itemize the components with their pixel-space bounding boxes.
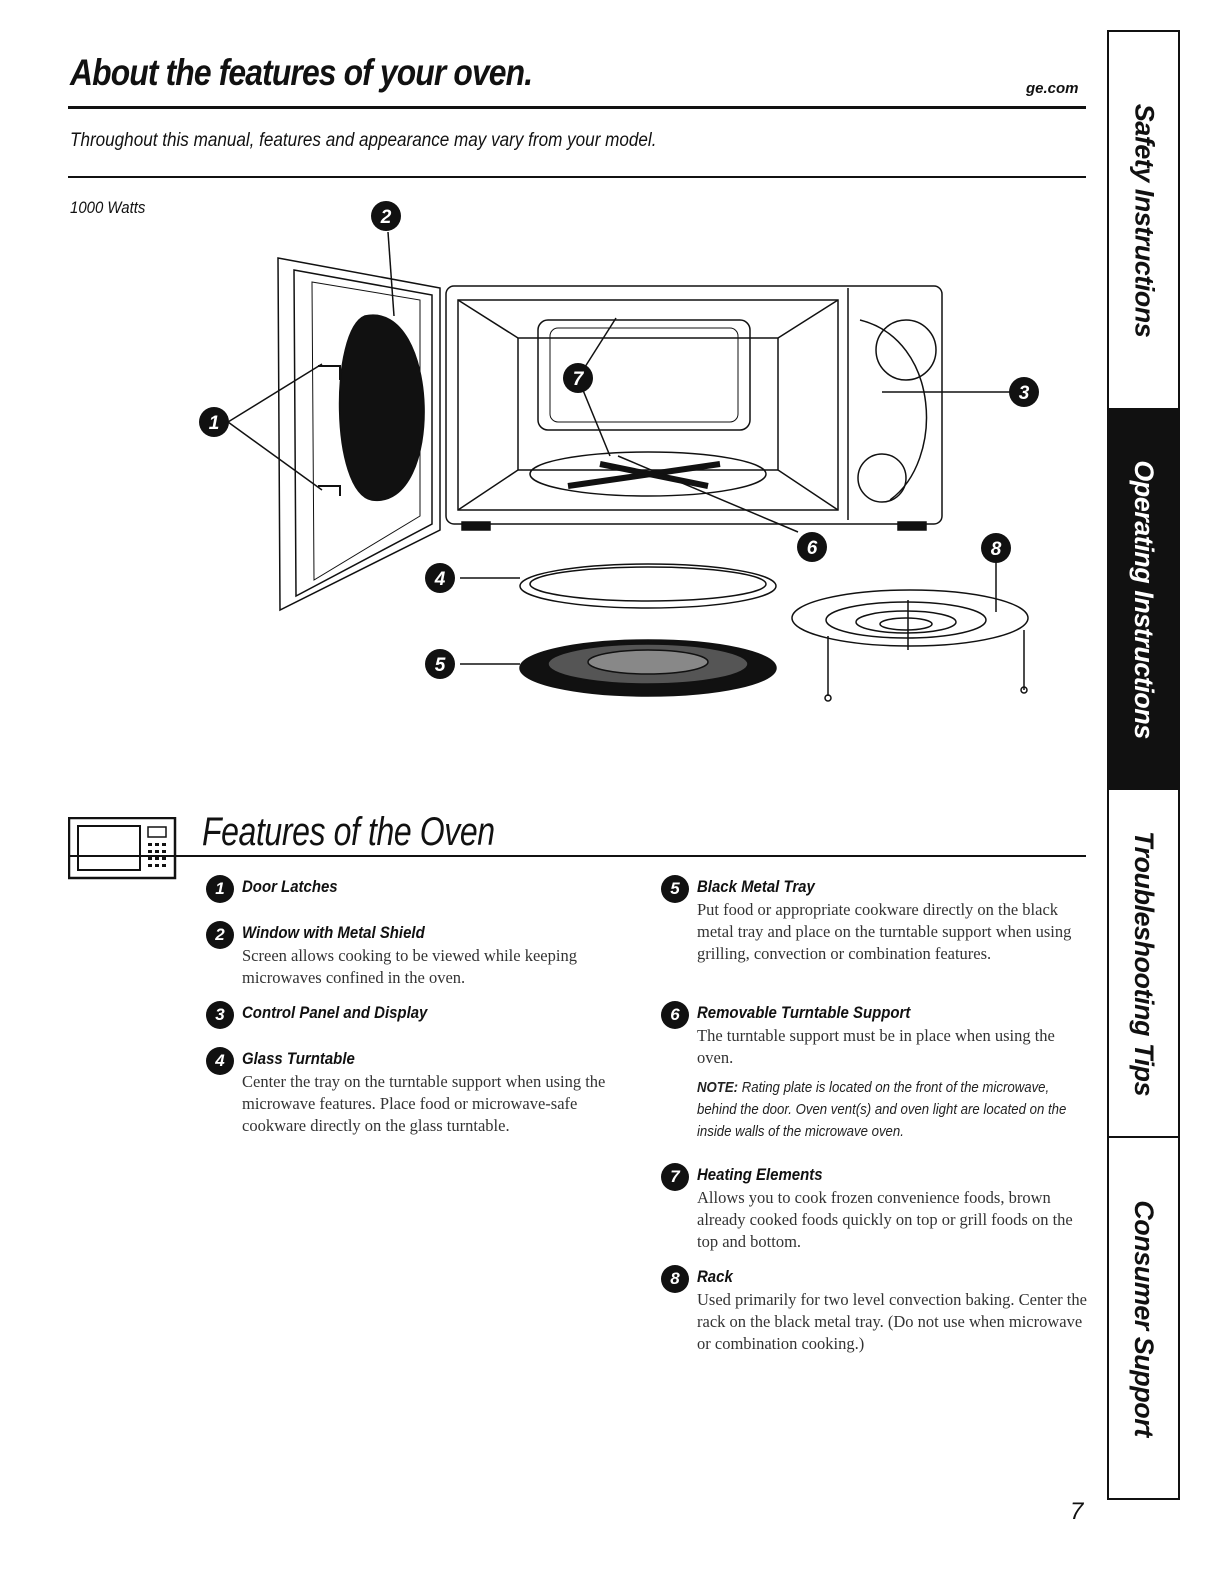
page-subtitle: Throughout this manual, features and app… <box>70 130 657 151</box>
svg-text:6: 6 <box>807 538 818 559</box>
section-rule <box>68 855 1086 857</box>
callout-2: 2 <box>371 201 401 231</box>
page-title: About the features of your oven. <box>70 52 533 93</box>
callout-7: 7 <box>563 363 593 393</box>
tab-divider <box>1109 788 1178 790</box>
tab-troubleshooting-tips[interactable]: Troubleshooting Tips <box>1109 790 1178 1136</box>
feature-number: 4 <box>206 1047 234 1075</box>
feature-description: Allows you to cook frozen convenience fo… <box>697 1188 1073 1251</box>
feature-number: 6 <box>661 1001 689 1029</box>
feature-title: Black Metal Tray <box>697 877 815 896</box>
feature-title: Glass Turntable <box>242 1049 355 1068</box>
tab-label: Troubleshooting Tips <box>1129 830 1159 1096</box>
door-window-shield <box>338 314 425 501</box>
feature-item: 5 Black Metal Tray Put food or appropria… <box>661 875 1097 965</box>
microwave-icon <box>68 817 177 880</box>
tab-label: Operating Instructions <box>1129 459 1159 739</box>
tab-label: Safety Instructions <box>1129 103 1159 337</box>
callout-6: 6 <box>797 532 827 562</box>
feature-item: 8 Rack Used primarily for two level conv… <box>661 1265 1097 1355</box>
feature-description: Screen allows cooking to be viewed while… <box>242 946 577 987</box>
svg-text:7: 7 <box>573 369 585 390</box>
svg-text:4: 4 <box>434 569 446 590</box>
callout-4: 4 <box>425 563 455 593</box>
tab-divider <box>1109 1136 1178 1138</box>
tab-consumer-support[interactable]: Consumer Support <box>1109 1138 1178 1498</box>
note-text: NOTE: Rating plate is located on the fro… <box>697 1077 1084 1143</box>
site-url: ge.com <box>1026 80 1079 97</box>
feature-number: 7 <box>661 1163 689 1191</box>
side-tabs: Safety Instructions Operating Instructio… <box>1107 30 1180 1500</box>
page-number: 7 <box>1070 1498 1084 1525</box>
feature-item: 1 Door Latches <box>206 875 642 903</box>
svg-text:5: 5 <box>435 655 446 676</box>
header-rule <box>68 106 1086 109</box>
svg-text:2: 2 <box>380 207 392 228</box>
tab-label: Consumer Support <box>1129 1199 1160 1437</box>
feature-description: Put food or appropriate cookware directl… <box>697 900 1072 963</box>
svg-text:3: 3 <box>1019 383 1030 404</box>
feature-description: Used primarily for two level convection … <box>697 1290 1087 1353</box>
feature-item: 2 Window with Metal Shield Screen allows… <box>206 921 642 989</box>
oven-diagram: 1 2 3 4 5 6 7 8 <box>199 201 1039 702</box>
feature-title: Heating Elements <box>697 1165 823 1184</box>
wattage-label: 1000 Watts <box>70 198 146 217</box>
note-body: Rating plate is located on the front of … <box>697 1079 1067 1140</box>
feature-number: 3 <box>206 1001 234 1029</box>
feature-description: The turntable support must be in place w… <box>697 1026 1055 1067</box>
callout-8: 8 <box>981 533 1011 563</box>
feature-number: 2 <box>206 921 234 949</box>
feature-title: Door Latches <box>242 877 338 896</box>
feature-number: 8 <box>661 1265 689 1293</box>
feature-item: 6 Removable Turntable Support The turnta… <box>661 1001 1097 1143</box>
tab-operating-instructions[interactable]: Operating Instructions <box>1109 410 1178 788</box>
svg-text:8: 8 <box>991 539 1002 560</box>
callout-1: 1 <box>199 407 229 437</box>
tab-divider <box>1109 408 1178 410</box>
feature-title: Control Panel and Display <box>242 1003 428 1022</box>
feature-title: Rack <box>697 1267 733 1286</box>
feature-title: Removable Turntable Support <box>697 1003 911 1022</box>
feature-description: Center the tray on the turntable support… <box>242 1072 606 1135</box>
subtitle-rule <box>68 176 1086 178</box>
feature-title: Window with Metal Shield <box>242 923 425 942</box>
feature-number: 5 <box>661 875 689 903</box>
svg-text:1: 1 <box>209 413 220 434</box>
callout-3: 3 <box>1009 377 1039 407</box>
note-label: NOTE: <box>697 1079 739 1096</box>
callout-5: 5 <box>425 649 455 679</box>
section-title: Features of the Oven <box>202 810 495 854</box>
feature-item: 4 Glass Turntable Center the tray on the… <box>206 1047 642 1137</box>
tab-safety-instructions[interactable]: Safety Instructions <box>1109 32 1178 408</box>
feature-item: 3 Control Panel and Display <box>206 1001 642 1029</box>
feature-number: 1 <box>206 875 234 903</box>
feature-item: 7 Heating Elements Allows you to cook fr… <box>661 1163 1097 1253</box>
